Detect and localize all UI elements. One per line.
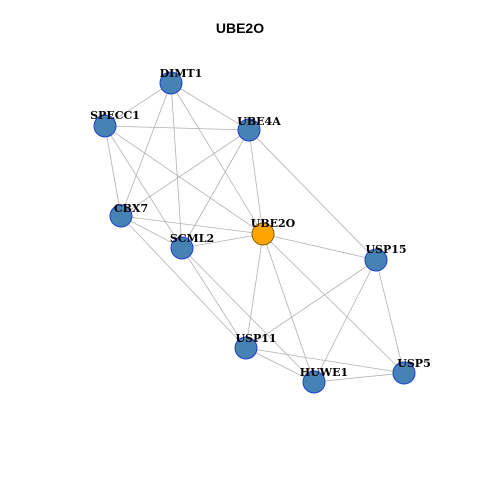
edge-ube2o-huwe1 [262, 233, 315, 383]
node-dimt1: DIMT1 [159, 67, 203, 95]
edge-cbx7-usp11 [120, 215, 247, 349]
node-label-usp11: USP11 [235, 332, 276, 345]
node-label-dimt1: DIMT1 [160, 67, 203, 80]
edge-ube2o-usp15 [262, 233, 377, 261]
node-circle-usp15 [364, 248, 388, 272]
node-circle-scml2 [170, 236, 194, 260]
edge-dimt1-cbx7 [120, 82, 172, 217]
edge-huwe1-usp5 [313, 372, 405, 383]
edge-usp15-huwe1 [313, 259, 377, 383]
edge-cbx7-ube2o [120, 215, 264, 235]
node-circle-ube2o [251, 222, 275, 246]
edge-specc1-ube4a [104, 125, 250, 131]
edge-layer [104, 82, 405, 383]
edge-scml2-ube2o [181, 233, 264, 249]
edge-usp11-usp5 [245, 347, 405, 374]
node-label-ube2o: UBE2O [251, 217, 296, 230]
edge-dimt1-ube2o [170, 82, 264, 235]
node-huwe1: HUWE1 [300, 366, 348, 394]
node-circle-specc1 [93, 114, 117, 138]
edge-dimt1-ube4a [170, 82, 250, 131]
node-usp15: USP15 [364, 243, 407, 272]
node-label-huwe1: HUWE1 [300, 366, 348, 379]
edge-usp15-usp5 [375, 259, 405, 374]
node-label-specc1: SPECC1 [90, 109, 140, 122]
node-ube2o: UBE2O [251, 217, 296, 246]
node-circle-huwe1 [302, 370, 326, 394]
edge-dimt1-specc1 [104, 82, 172, 127]
diagram-title: UBE2O [215, 20, 265, 36]
edge-specc1-scml2 [104, 125, 183, 249]
edge-ube2o-usp5 [262, 233, 405, 374]
edge-ube4a-cbx7 [120, 129, 250, 217]
node-label-usp15: USP15 [365, 243, 406, 256]
node-scml2: SCML2 [170, 232, 214, 260]
node-cbx7: CBX7 [109, 202, 148, 228]
node-label-usp5: USP5 [397, 357, 430, 370]
edge-scml2-usp11 [181, 247, 247, 349]
node-label-cbx7: CBX7 [114, 202, 148, 215]
node-specc1: SPECC1 [90, 109, 140, 138]
edge-ube4a-usp15 [248, 129, 377, 261]
node-circle-dimt1 [159, 71, 183, 95]
node-usp11: USP11 [234, 332, 277, 360]
node-ube4a: UBE4A [237, 115, 281, 142]
node-usp5: USP5 [392, 357, 431, 385]
edge-ube2o-usp11 [245, 233, 264, 349]
node-circle-usp5 [392, 361, 416, 385]
node-circle-usp11 [234, 336, 258, 360]
node-label-ube4a: UBE4A [237, 115, 281, 128]
edge-usp11-huwe1 [245, 347, 315, 383]
node-label-scml2: SCML2 [170, 232, 214, 245]
edge-usp15-usp11 [245, 259, 377, 349]
edge-specc1-cbx7 [104, 125, 122, 217]
edge-scml2-huwe1 [181, 247, 315, 383]
edge-dimt1-scml2 [170, 82, 183, 249]
node-circle-cbx7 [109, 204, 133, 228]
edge-specc1-ube2o [104, 125, 264, 235]
edge-ube4a-ube2o [248, 129, 264, 235]
edge-ube4a-scml2 [181, 129, 250, 249]
node-circle-ube4a [237, 118, 261, 142]
